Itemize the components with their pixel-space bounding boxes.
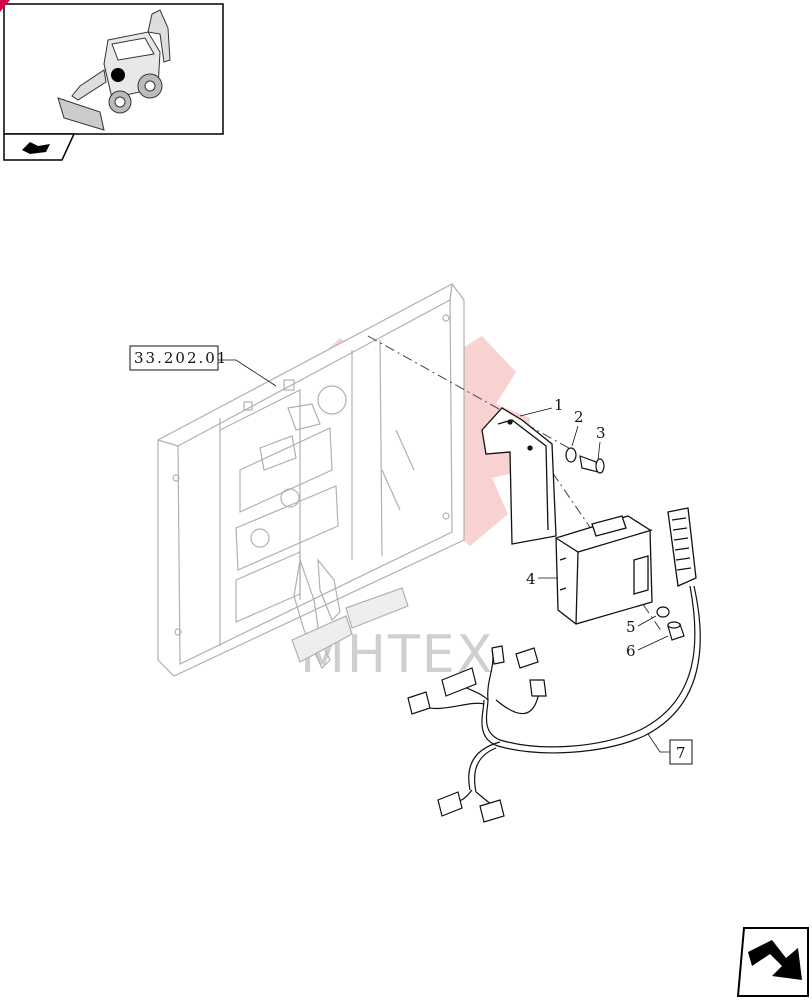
next-page-arrow-icon[interactable] [736, 927, 809, 997]
callout-5: 5 [626, 618, 636, 636]
hand-pointer-icon[interactable] [3, 133, 76, 161]
wiring-harness[interactable] [421, 585, 701, 807]
reference-label: 33.202.01 [134, 349, 228, 367]
callout-1: 1 [554, 396, 564, 414]
leader-line [218, 359, 277, 387]
harness-plugs [407, 645, 547, 823]
corner-marker [0, 0, 10, 12]
control-module[interactable] [555, 515, 653, 625]
reference-box-33-202-01[interactable]: 33.202.01 [129, 345, 228, 371]
callout-4: 4 [526, 570, 536, 588]
bolt[interactable] [579, 455, 605, 474]
callout-labels: 1 2 3 4 5 6 [519, 396, 669, 660]
harness-connector[interactable] [667, 507, 697, 587]
callout-3: 3 [596, 424, 606, 442]
washer-lower[interactable] [656, 606, 670, 618]
callout-2: 2 [574, 408, 584, 426]
thumbnail-panel[interactable] [0, 0, 224, 135]
location-marker-icon [111, 68, 125, 82]
reference-label-7: 7 [676, 744, 686, 762]
dashboard-panel [157, 283, 465, 677]
leader-line-7 [647, 733, 670, 753]
mounting-bracket[interactable] [481, 407, 557, 545]
bolt-lower[interactable] [667, 621, 685, 641]
callout-6: 6 [626, 642, 636, 660]
washer[interactable] [565, 447, 577, 463]
reference-box-7[interactable]: 7 [669, 739, 693, 765]
